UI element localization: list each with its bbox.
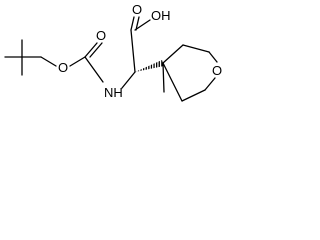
ester-oxygen-label: O <box>58 60 68 75</box>
chemical-structure: O OH O O NH O <box>4 2 222 102</box>
amino-acid-core <box>121 16 164 89</box>
ring-oxygen-label: O <box>212 63 222 78</box>
stereo-hashed-bond <box>135 60 164 72</box>
carboxyl-hydroxyl-label: OH <box>151 8 171 23</box>
carboxyl-oxygen-label: O <box>132 2 142 17</box>
amine-nh-label: NH <box>104 85 123 100</box>
tert-butyl-group <box>4 39 42 76</box>
carbamate-oxygen-label: O <box>96 28 106 43</box>
methyl-bond <box>162 62 165 93</box>
oxane-ring <box>162 44 218 102</box>
carbamate-linkage <box>40 42 104 83</box>
